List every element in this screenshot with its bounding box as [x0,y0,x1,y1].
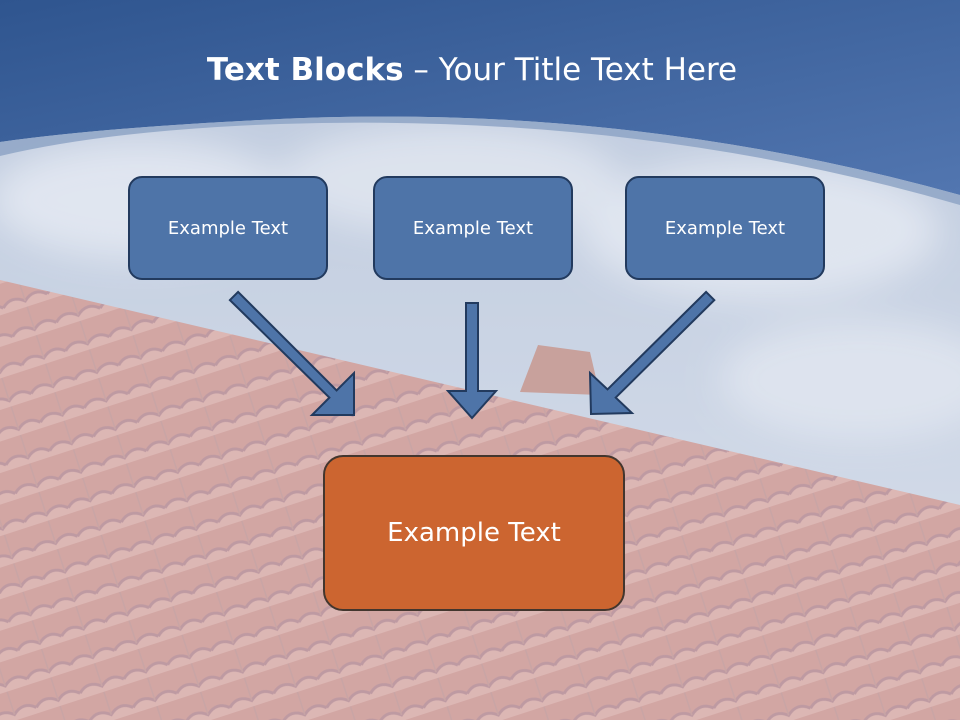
text-block-1[interactable]: Example Text [128,176,328,280]
title-bold-part: Text Blocks [206,52,404,88]
text-block-2[interactable]: Example Text [373,176,573,280]
target-text-block[interactable]: Example Text [323,455,625,611]
arrow-center-icon [445,302,499,420]
arrow-left-icon [228,290,355,416]
title-rest: Your Title Text Here [438,52,738,88]
title-dash: – [403,52,439,88]
text-block-3[interactable]: Example Text [625,176,825,280]
arrow-right-icon [588,290,716,416]
page-title: Text Blocks – Your Title Text Here [0,52,944,88]
